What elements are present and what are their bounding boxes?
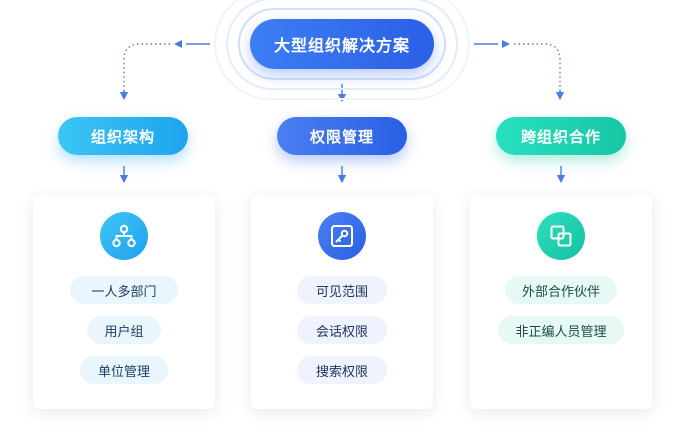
main-solution-title: 大型组织解决方案	[273, 36, 410, 55]
category-permission-management: 权限管理	[277, 117, 407, 155]
permission-item-session: 会话权限	[297, 316, 387, 344]
permission-item-search: 搜索权限	[297, 356, 387, 384]
connector-right-arrow	[502, 40, 510, 48]
cooperation-item-non-staff-management: 非正编人员管理	[498, 316, 624, 344]
connector-left-arrow	[174, 40, 182, 48]
category-cross-org-cooperation: 跨组织合作	[496, 117, 626, 155]
main-glow-ring-outer	[214, 0, 470, 100]
org-item-unit-management: 单位管理	[80, 356, 168, 384]
card-cross-org-cooperation: 外部合作伙伴 非正编人员管理	[470, 195, 652, 409]
org-item-user-group: 用户组	[87, 316, 161, 344]
category-title: 组织架构	[90, 127, 155, 146]
category-title: 权限管理	[309, 127, 374, 146]
connector-right-dotted	[514, 43, 561, 92]
org-chart-icon	[100, 212, 148, 260]
card-permission-management: 可见范围 会话权限 搜索权限	[251, 195, 433, 409]
category-title: 跨组织合作	[520, 127, 601, 146]
org-item-multi-department: 一人多部门	[70, 276, 178, 304]
cooperation-item-external-partner: 外部合作伙伴	[505, 276, 617, 304]
link-squares-icon	[537, 212, 585, 260]
card-org-structure: 一人多部门 用户组 单位管理	[33, 195, 215, 409]
key-icon	[318, 212, 366, 260]
permission-item-visible-scope: 可见范围	[297, 276, 387, 304]
connector-left-dotted	[123, 43, 170, 92]
category-org-structure: 组织架构	[58, 117, 188, 155]
main-solution-node: 大型组织解决方案	[250, 19, 434, 69]
